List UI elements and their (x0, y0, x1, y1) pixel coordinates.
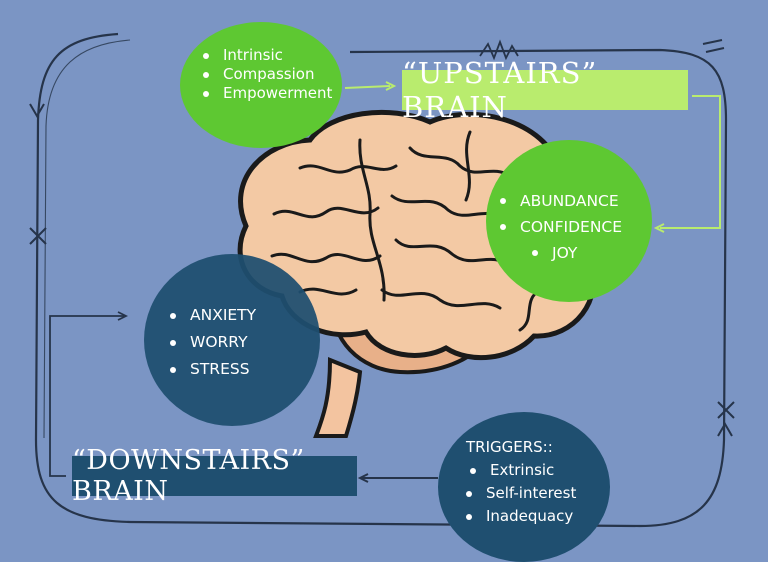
list-item: Empowerment (203, 84, 332, 103)
arrow-to-anxiety-circle (49, 315, 124, 477)
bullet-icon (466, 513, 472, 520)
bullet-icon (500, 224, 506, 230)
triggers-heading: TRIGGERS:: (466, 438, 553, 456)
list-item: Compassion (203, 65, 332, 84)
upstairs-brain-title: “UPSTAIRS” BRAIN (402, 56, 598, 124)
list-item: Inadequacy (466, 505, 576, 528)
arrow-to-side-circle (660, 95, 721, 229)
triggers-list: TRIGGERS:: Extrinsic Self-interest Inade… (466, 436, 576, 528)
list-item: CONFIDENCE (500, 214, 622, 240)
list-item: ABUNDANCE (500, 188, 622, 214)
upstairs-values-list: Intrinsic Compassion Empowerment (203, 46, 332, 103)
bullet-icon (203, 71, 209, 78)
bullet-icon (532, 250, 538, 256)
arrow-to-upstairs (344, 85, 391, 89)
list-item: JOY (500, 240, 622, 266)
bullet-icon (470, 467, 476, 474)
outer-loop-line (34, 32, 728, 528)
upstairs-brain-banner: “UPSTAIRS” BRAIN (402, 56, 688, 124)
upstairs-feelings-list: ABUNDANCE CONFIDENCE JOY (500, 188, 622, 266)
list-item: Intrinsic (203, 46, 332, 65)
triggers-circle (438, 412, 610, 562)
bullet-icon (466, 490, 472, 497)
list-item: WORRY (170, 329, 256, 356)
bullet-icon (170, 312, 176, 319)
downstairs-feelings-list: ANXIETY WORRY STRESS (170, 302, 256, 383)
downstairs-brain-title: “DOWNSTAIRS” BRAIN (72, 445, 305, 507)
bullet-icon (500, 198, 506, 204)
list-item: STRESS (170, 356, 256, 383)
bullet-icon (170, 366, 176, 373)
list-item: Self-interest (466, 482, 576, 505)
upstairs-values-circle (180, 22, 342, 148)
list-item: Extrinsic (466, 459, 576, 482)
bullet-icon (203, 90, 209, 97)
downstairs-brain-banner: “DOWNSTAIRS” BRAIN (72, 445, 357, 507)
list-item: ANXIETY (170, 302, 256, 329)
bullet-icon (170, 339, 176, 346)
upstairs-feelings-circle (486, 140, 652, 302)
bullet-icon (203, 52, 209, 59)
